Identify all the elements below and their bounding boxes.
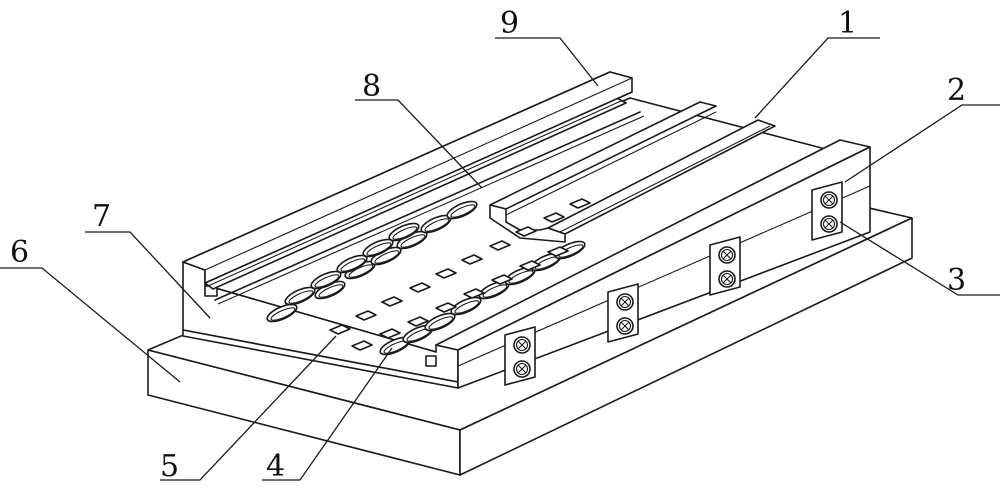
callout-2: 2 <box>947 73 966 108</box>
fastener-block <box>607 283 639 343</box>
leader-lines <box>0 37 1000 481</box>
phillips-screw-icon <box>616 293 634 311</box>
leader-2 <box>844 104 1000 183</box>
oval-slot-icon <box>266 303 298 323</box>
clamp-front <box>489 204 566 243</box>
leader-6 <box>0 267 181 383</box>
leader-4 <box>262 347 393 481</box>
callout-9: 9 <box>500 6 519 41</box>
phillips-screw-icon <box>820 191 838 209</box>
right-wall-side <box>457 146 871 389</box>
slot-grid <box>266 200 586 356</box>
square-hole-icon <box>381 296 403 307</box>
square-hole-icon <box>491 274 513 285</box>
phillips-screw-icon <box>820 215 838 233</box>
oval-slot-icon <box>284 286 316 306</box>
callout-7: 7 <box>92 199 111 234</box>
callout-1: 1 <box>838 6 857 41</box>
callout-3: 3 <box>947 263 966 298</box>
square-hole-icon <box>379 328 401 339</box>
leader-8 <box>355 99 483 189</box>
phillips-screw-icon <box>513 360 531 378</box>
oval-slot-icon <box>446 200 478 220</box>
phillips-screw-icon <box>718 270 736 288</box>
square-hole-icon <box>407 316 429 327</box>
fastener-block <box>811 181 843 241</box>
fastener-set <box>504 181 843 386</box>
leader-9 <box>495 37 599 87</box>
square-hole-icon <box>463 288 485 299</box>
square-hole-icon <box>409 282 431 293</box>
leader-1 <box>754 37 880 119</box>
oval-slot-icon <box>424 312 456 332</box>
callout-labels: 9 1 8 2 3 7 6 5 4 <box>10 6 966 484</box>
callout-8: 8 <box>362 69 381 104</box>
square-hole-icon <box>461 254 483 265</box>
fastener-block <box>709 236 741 296</box>
square-hole-grid <box>329 198 591 351</box>
top-clamp <box>489 101 776 243</box>
square-hole-icon <box>519 260 541 271</box>
base-plate-side <box>459 217 913 476</box>
oval-slot-icon <box>362 238 394 258</box>
fastener-block <box>504 326 536 386</box>
callout-5: 5 <box>160 449 179 484</box>
square-hole-icon <box>547 246 569 257</box>
square-hole-icon <box>569 198 591 209</box>
oval-slot-icon <box>388 222 420 242</box>
square-hole-icon <box>515 226 537 237</box>
phillips-screw-icon <box>718 246 736 264</box>
square-hole-icon <box>351 340 373 351</box>
square-hole-icon <box>355 310 377 321</box>
oval-slot-icon <box>450 296 482 316</box>
phillips-screw-icon <box>513 336 531 354</box>
oval-slot-icon <box>336 254 368 274</box>
oval-slot-icon <box>310 270 342 290</box>
square-hole-icon <box>435 268 457 279</box>
leader-7 <box>85 231 211 319</box>
callout-4: 4 <box>266 449 285 484</box>
callout-6: 6 <box>10 235 29 270</box>
square-hole-icon <box>543 212 565 223</box>
phillips-screw-icon <box>616 317 634 335</box>
leader-5 <box>160 335 337 481</box>
square-hole-icon <box>489 240 511 251</box>
leader-3 <box>839 221 1000 296</box>
square-hole-icon <box>329 324 351 335</box>
square-hole-icon <box>435 302 457 313</box>
cover-rail <box>182 71 633 284</box>
